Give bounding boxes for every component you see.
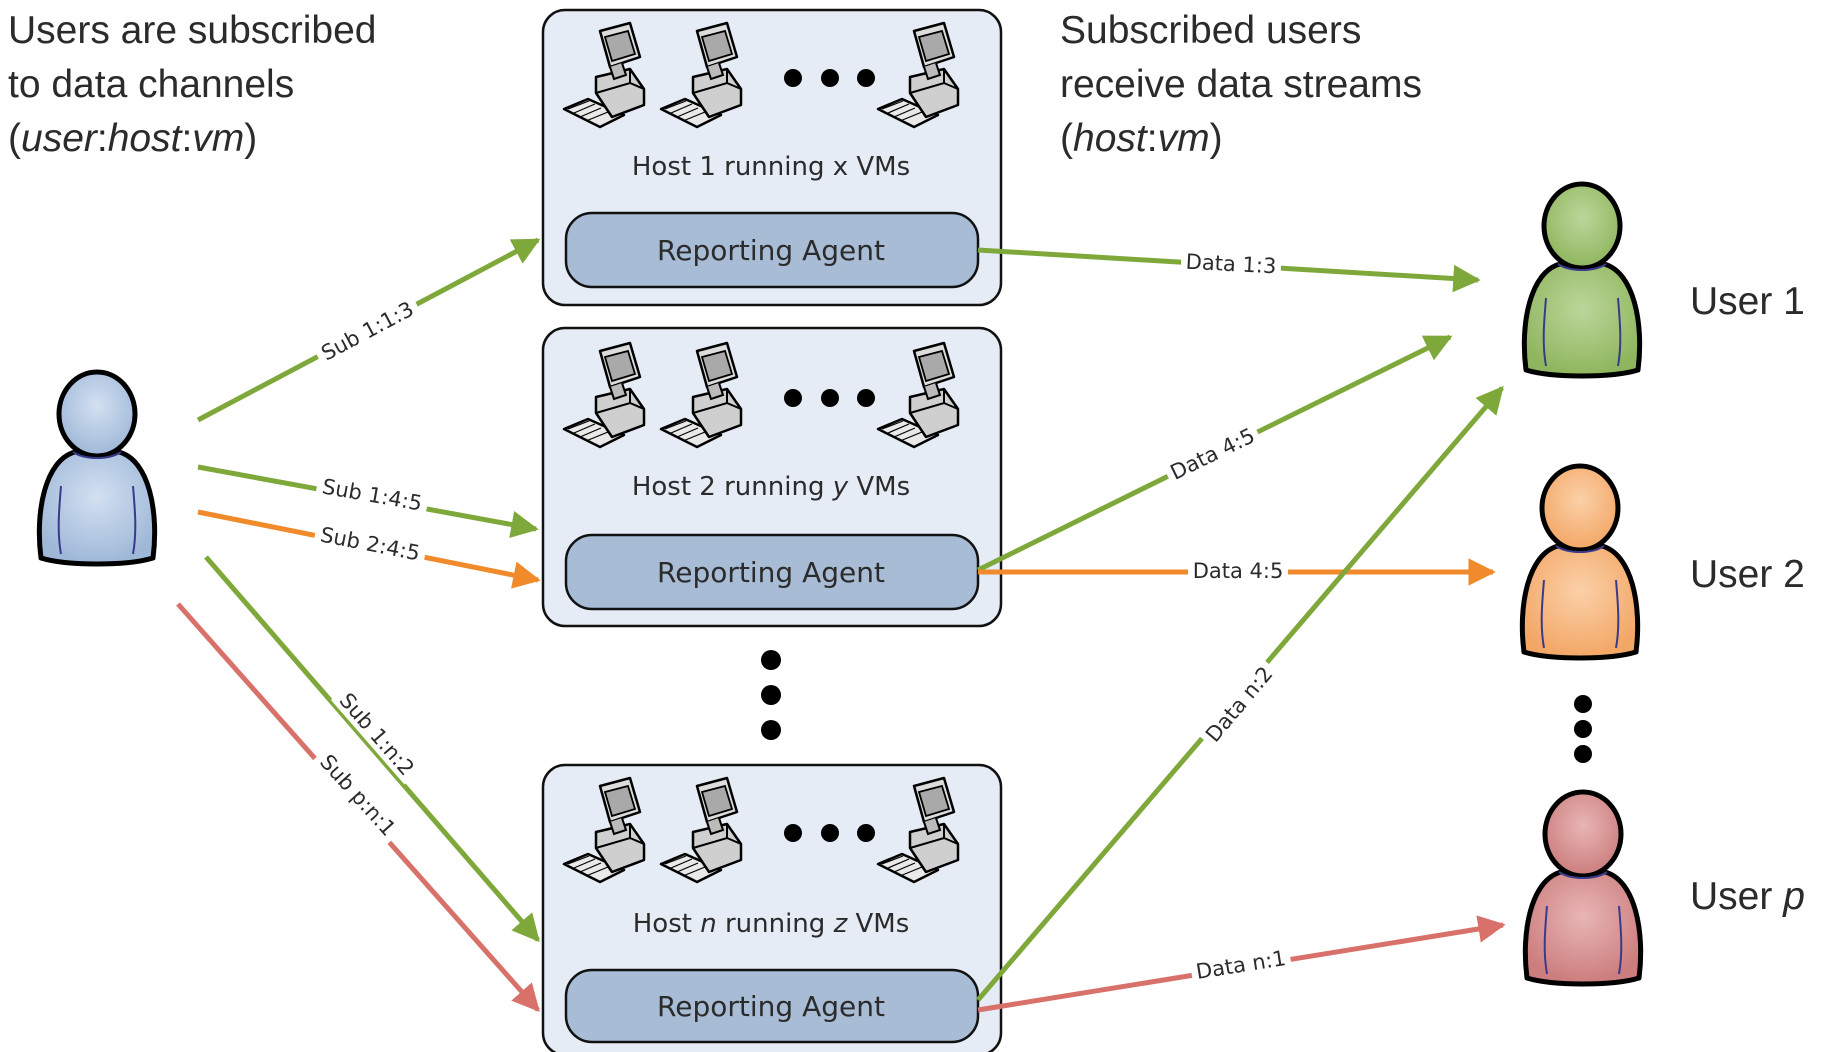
host-label-1: Host 1 running x VMs (632, 152, 910, 182)
vertical-ellipsis-icon (761, 650, 781, 740)
subscription-label: Sub 1:1:3 (317, 297, 417, 366)
ellipsis-icon (784, 389, 875, 407)
host-label-2: Host 2 running y VMs (632, 472, 910, 502)
data-stream-label: Data 1:3 (1185, 250, 1277, 279)
subscription-caption: Users are subscribed to data channels (u… (8, 4, 376, 166)
caption-line: receive data streams (1060, 63, 1422, 106)
reporting-agent-label: Reporting Agent (657, 234, 885, 267)
subscription-label: Sub 1:4:5 (320, 474, 424, 515)
user-1-label: User 1 (1690, 280, 1805, 323)
user-p-label: User p (1690, 875, 1805, 918)
reporting-agent-n[interactable] (564, 968, 980, 1044)
caption-line: (host:vm) (1060, 117, 1223, 160)
stream-caption: Subscribed users receive data streams (h… (1060, 4, 1422, 166)
caption-line: (user:host:vm) (8, 117, 258, 160)
ellipsis-icon (784, 824, 875, 842)
host-box-n: Host n running z VMs Reporting Agent (541, 763, 1003, 1052)
data-stream-label: Data 4:5 (1167, 423, 1259, 484)
users-vertical-ellipsis-icon (1574, 695, 1592, 763)
data-stream-arrows: Data 1:3 Data 4:5 Data 4:5 Data n:2 Data… (976, 247, 1506, 1013)
subscription-label: Sub 2:4:5 (318, 523, 422, 566)
subscription-arrow (204, 555, 540, 943)
host-box-1: Host 1 running x VMs Reporting Agent (541, 8, 1003, 307)
reporting-agent-label: Reporting Agent (657, 990, 885, 1023)
ellipsis-icon (784, 69, 875, 87)
user-2-label: User 2 (1690, 553, 1805, 596)
host-label-n: Host n running z VMs (633, 909, 910, 939)
user-1-person-icon (1524, 184, 1639, 376)
host-box-2: Host 2 running y VMs Reporting Agent (541, 326, 1003, 628)
caption-line: Subscribed users (1060, 9, 1362, 52)
reporting-agent-label: Reporting Agent (657, 556, 885, 589)
user-2-person-icon (1522, 466, 1637, 658)
caption-line: Users are subscribed (8, 9, 377, 52)
caption-line: to data channels (8, 63, 295, 106)
data-stream-label: Data 4:5 (1193, 559, 1284, 583)
user-p-person-icon (1525, 792, 1640, 984)
subscriber-person-icon (39, 372, 154, 564)
subscription-arrows: Sub 1:1:3 Sub 1:4:5 Sub 2:4:5 Sub 1:n:2 … (176, 237, 541, 1013)
data-stream-label: Data n:2 (1201, 662, 1278, 747)
